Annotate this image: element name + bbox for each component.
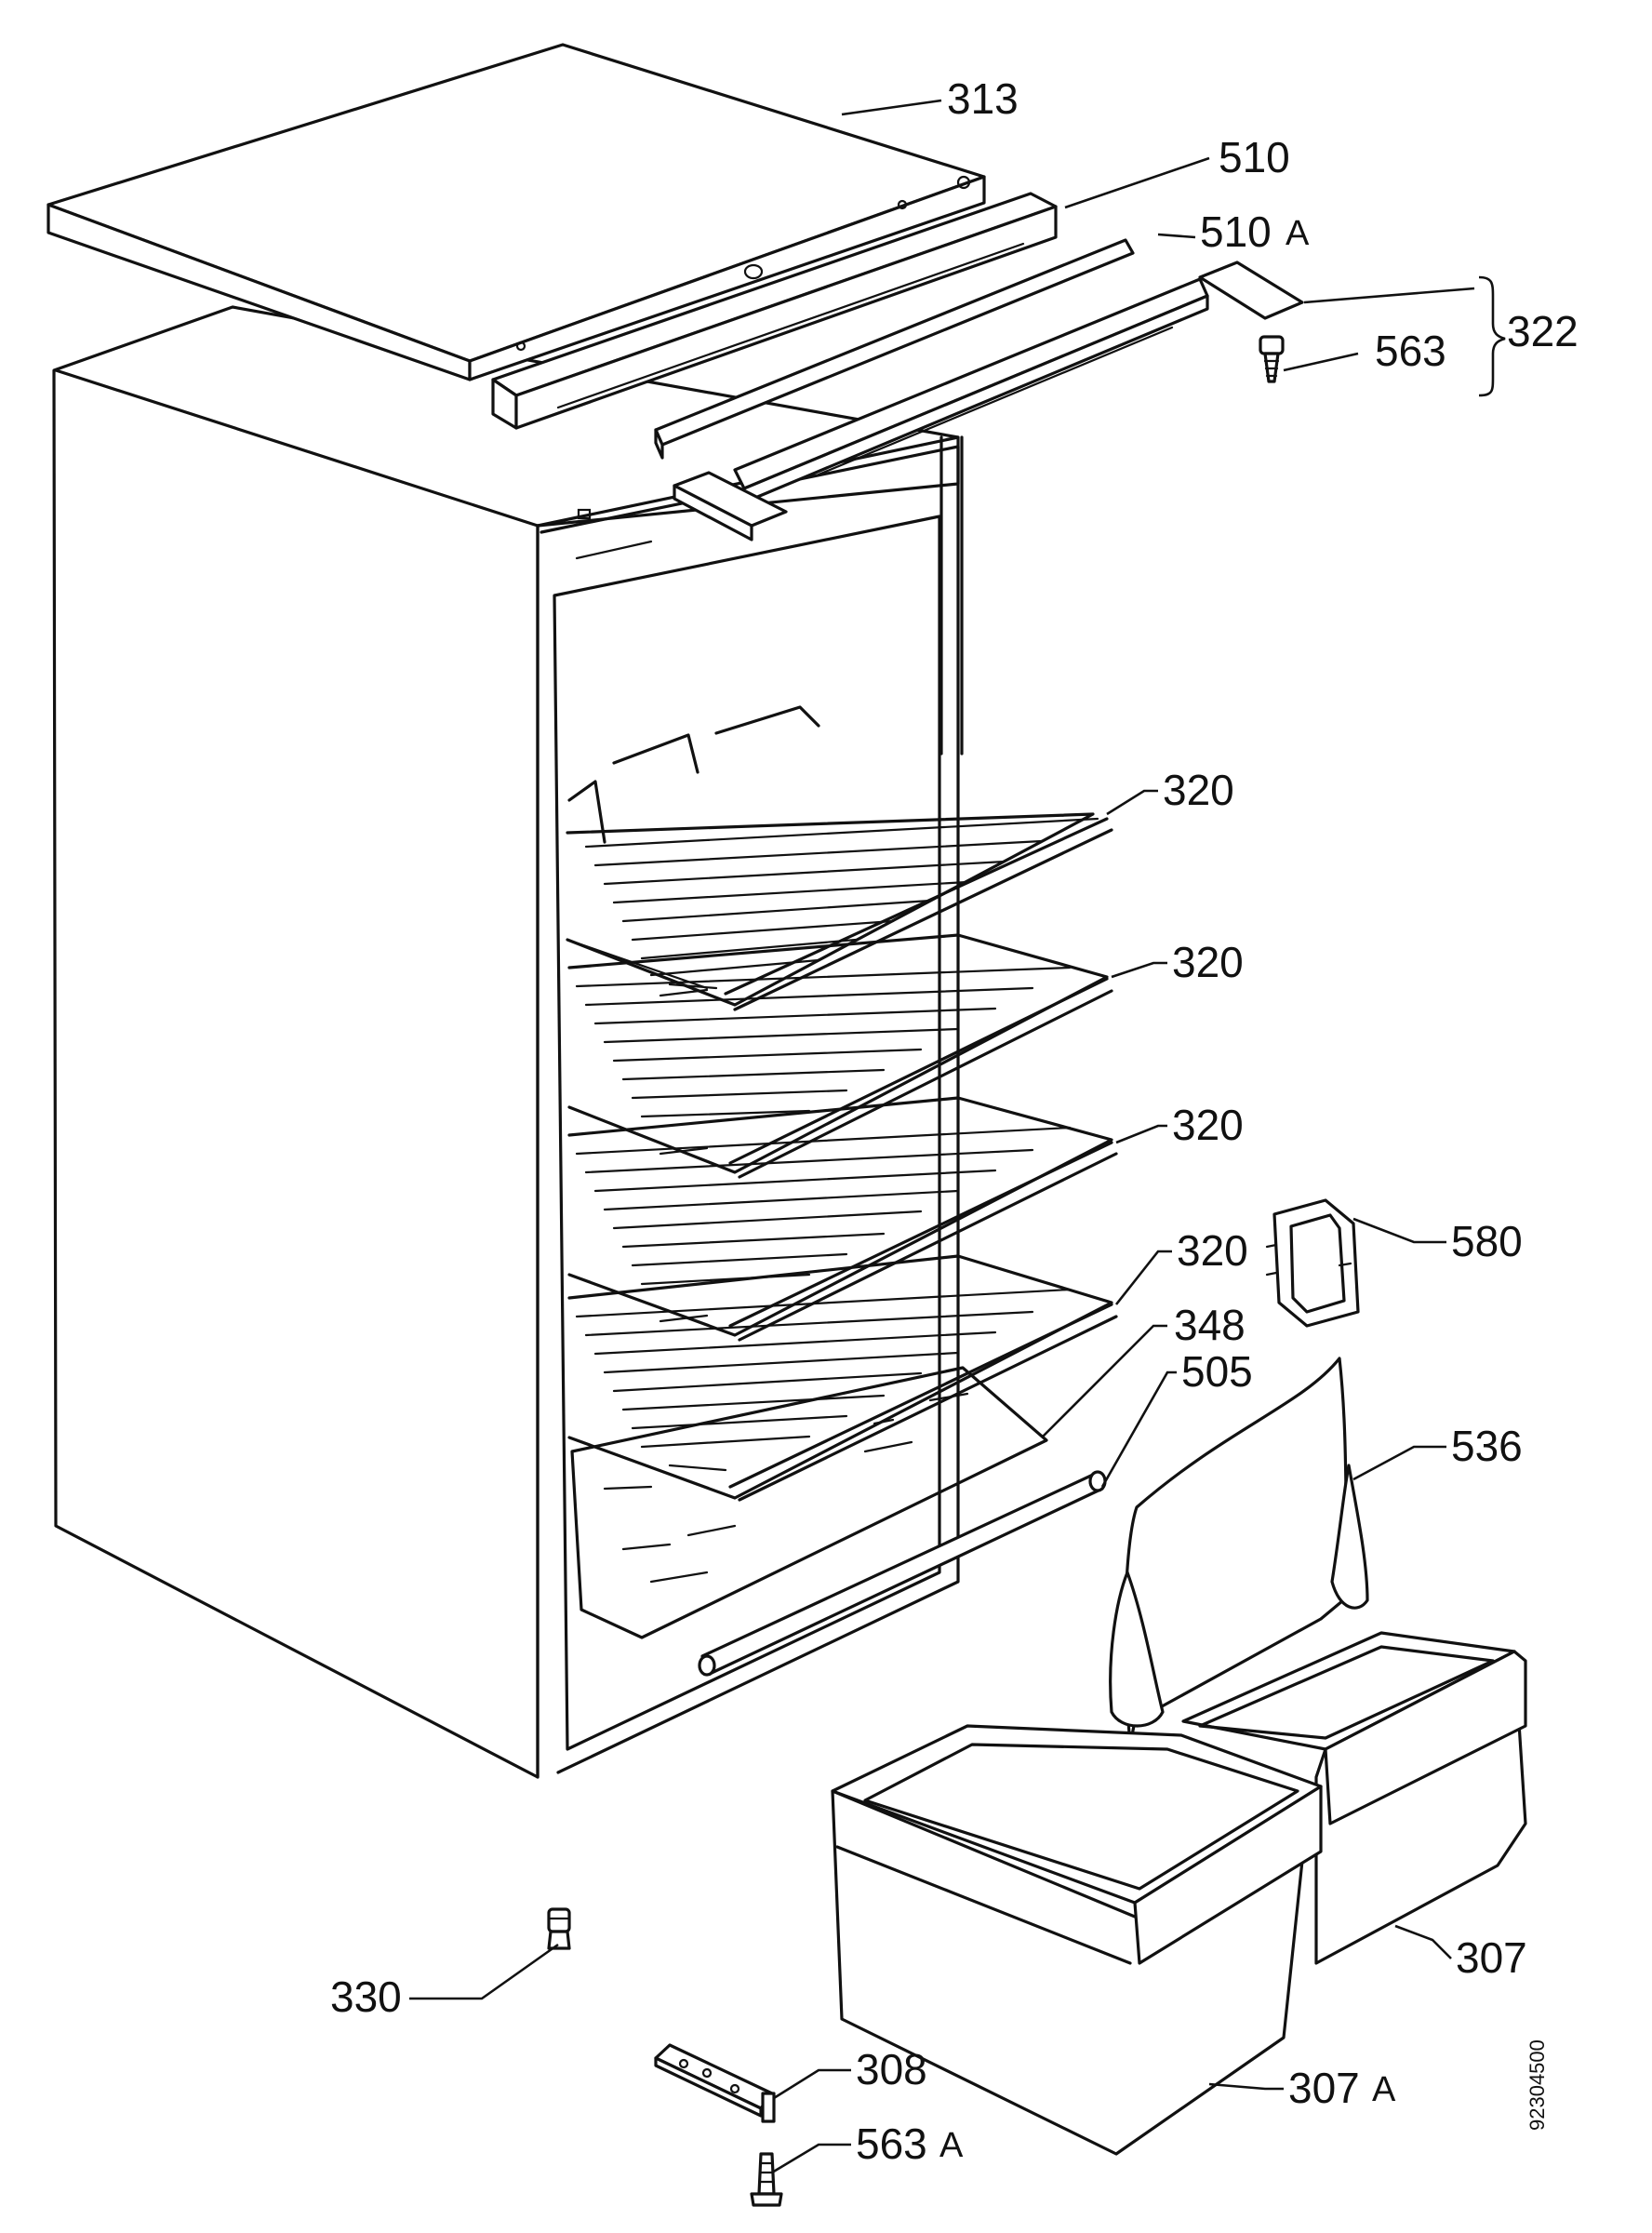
front-profile	[698, 1470, 1107, 1677]
label-510a-suffix: A	[1286, 214, 1310, 253]
label-580: 580	[1451, 1217, 1523, 1265]
door-bin-small	[1181, 1631, 1527, 1965]
screw-563a	[750, 2152, 783, 2207]
bin-divider	[1109, 1357, 1369, 1746]
part-labels: 313 510 510 A 322 563 320 320 320 320 58…	[330, 74, 1579, 2168]
label-308: 308	[856, 2045, 927, 2093]
label-536: 536	[1451, 1422, 1523, 1470]
hinge-plate	[654, 2043, 776, 2123]
leader-lines	[409, 99, 1475, 2174]
cabinet-body	[52, 305, 964, 1779]
label-510a: 510	[1200, 207, 1272, 256]
label-307a: 307	[1288, 2064, 1360, 2112]
hinge-bracket	[673, 261, 1304, 542]
door-bin-large	[831, 1724, 1323, 2156]
wire-shelf-1	[566, 705, 1113, 1011]
screw-563	[1259, 335, 1285, 383]
label-313: 313	[947, 74, 1019, 123]
adjustable-foot	[547, 1907, 571, 1950]
lower-rail	[654, 238, 1135, 460]
wire-shelf-3	[567, 1096, 1118, 1342]
top-cover	[47, 43, 986, 381]
label-563a: 563	[856, 2119, 927, 2168]
label-320-shelf-3: 320	[1172, 1101, 1244, 1149]
upper-rail	[491, 192, 1058, 430]
group-brace	[1478, 275, 1506, 397]
wire-shelf-4	[567, 1254, 1118, 1502]
label-322: 322	[1507, 307, 1579, 355]
label-320-shelf-2: 320	[1172, 938, 1244, 986]
label-563a-suffix: A	[939, 2126, 964, 2165]
light-cover	[1265, 1198, 1360, 1328]
label-320-shelf-1: 320	[1163, 766, 1234, 814]
label-320-shelf-4: 320	[1177, 1226, 1248, 1275]
glass-plate	[570, 1366, 1048, 1639]
label-505: 505	[1181, 1347, 1253, 1396]
label-307: 307	[1456, 1933, 1527, 1982]
label-563: 563	[1375, 327, 1446, 375]
wire-shelves	[566, 705, 1118, 1502]
label-330: 330	[330, 1972, 402, 2021]
wire-shelf-2	[567, 933, 1113, 1179]
label-510: 510	[1219, 133, 1290, 181]
document-number: 92304500	[1525, 2039, 1549, 2131]
label-307a-suffix: A	[1372, 2070, 1396, 2109]
label-348: 348	[1174, 1301, 1246, 1349]
